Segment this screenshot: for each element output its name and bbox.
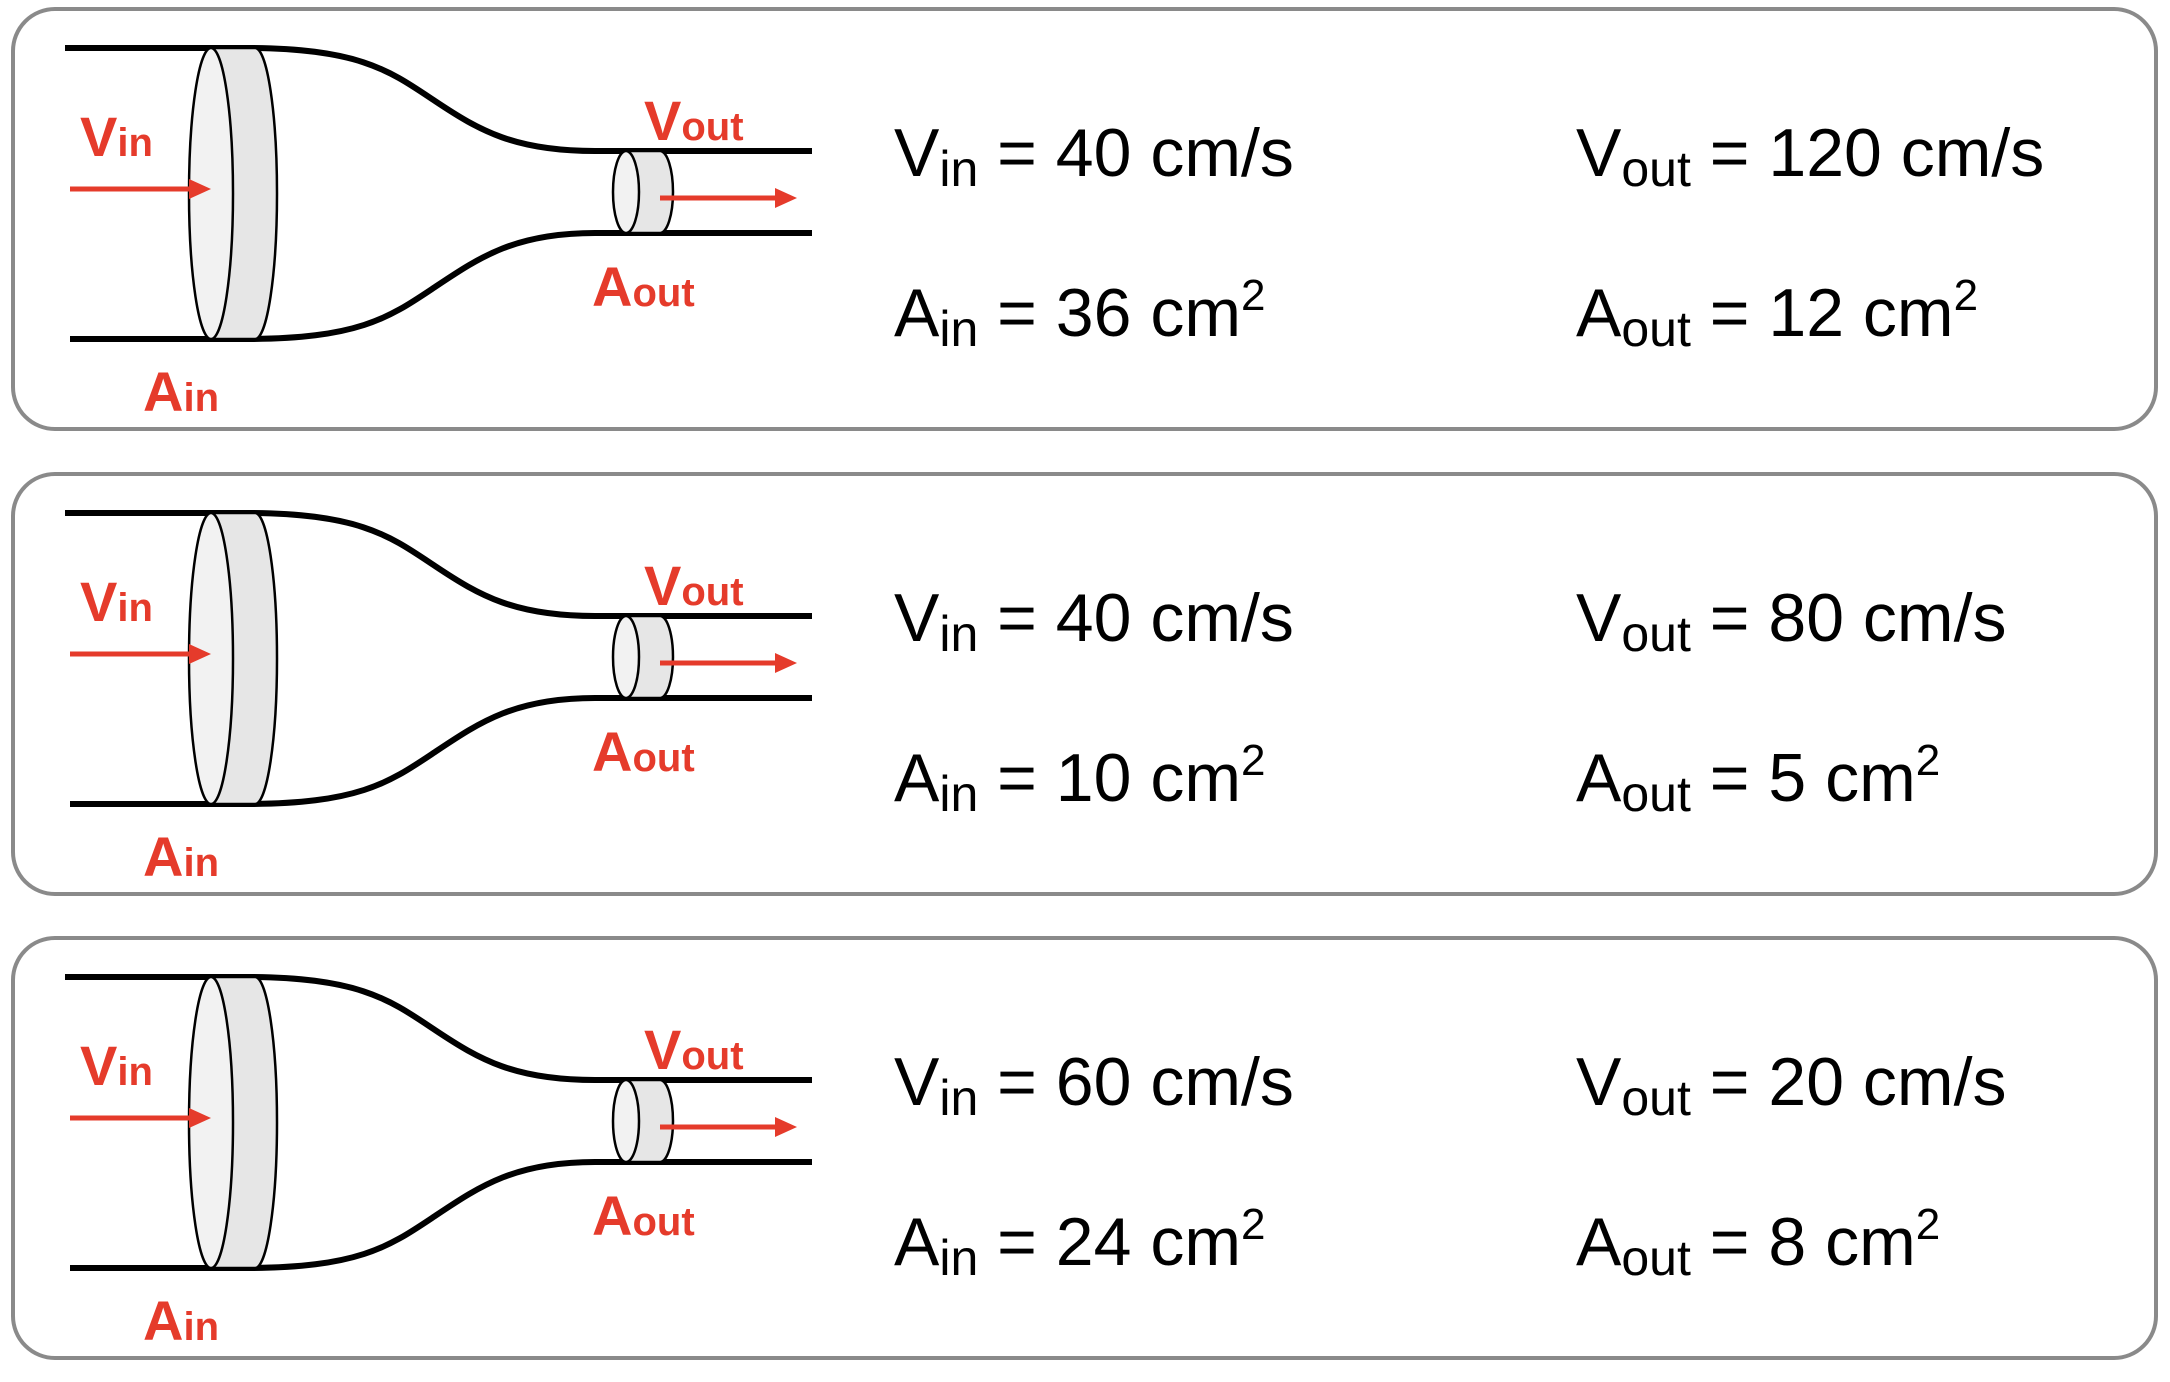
pipe-bottom-wall <box>70 1159 812 1271</box>
eq-a-out: Aout = 12 cm2 <box>1576 271 1979 357</box>
eq-v-out: Vout = 80 cm/s <box>1576 580 2007 662</box>
eq-v-out: Vout = 20 cm/s <box>1576 1044 2007 1126</box>
outlet-arrow-head <box>775 1117 797 1137</box>
label-v-in: Vin <box>80 1034 153 1097</box>
label-a-out: Aout <box>592 255 695 318</box>
outlet-arrow-head <box>775 653 797 673</box>
pipe-diagram <box>65 510 812 807</box>
eq-v-in: Vin = 40 cm/s <box>894 115 1294 197</box>
eq-a-out: Aout = 8 cm2 <box>1576 1200 1941 1286</box>
label-a-out: Aout <box>592 720 695 783</box>
eq-a-out: Aout = 5 cm2 <box>1576 736 1941 822</box>
pipe-diagram <box>65 974 812 1271</box>
pipe-diagram <box>65 45 812 342</box>
label-v-in: Vin <box>80 570 153 633</box>
pipe-top-wall <box>65 45 812 154</box>
label-a-in: Ain <box>143 1289 219 1352</box>
label-v-in: Vin <box>80 105 153 168</box>
outlet-disc-face <box>611 149 641 235</box>
inlet-arrow-head <box>189 644 211 664</box>
eq-a-in: Ain = 10 cm2 <box>894 736 1266 822</box>
label-v-out: Vout <box>644 1018 744 1081</box>
label-v-out: Vout <box>644 554 744 617</box>
outlet-disc-face <box>611 1078 641 1164</box>
eq-v-in: Vin = 40 cm/s <box>894 580 1294 662</box>
pipe-panel-2: Vin Vout Aout Ain Vin = 40 cm/s Vout = 8… <box>11 472 2158 896</box>
pipe-bottom-wall <box>70 695 812 807</box>
eq-v-out: Vout = 120 cm/s <box>1576 115 2045 197</box>
eq-a-in: Ain = 36 cm2 <box>894 271 1266 357</box>
outlet-disc-face <box>611 614 641 700</box>
pipe-panel-1: Vin Vout Aout Ain Vin = 40 cm/s Vout = 1… <box>11 7 2158 431</box>
eq-v-in: Vin = 60 cm/s <box>894 1044 1294 1126</box>
pipe-top-wall <box>65 510 812 619</box>
label-v-out: Vout <box>644 89 744 152</box>
inlet-arrow-head <box>189 179 211 199</box>
pipe-bottom-wall <box>70 230 812 342</box>
inlet-arrow-head <box>189 1108 211 1128</box>
pipe-top-wall <box>65 974 812 1083</box>
outlet-arrow-head <box>775 188 797 208</box>
label-a-in: Ain <box>143 360 219 423</box>
pipe-panel-3: Vin Vout Aout Ain Vin = 60 cm/s Vout = 2… <box>11 936 2158 1360</box>
label-a-in: Ain <box>143 825 219 888</box>
eq-a-in: Ain = 24 cm2 <box>894 1200 1266 1286</box>
label-a-out: Aout <box>592 1184 695 1247</box>
